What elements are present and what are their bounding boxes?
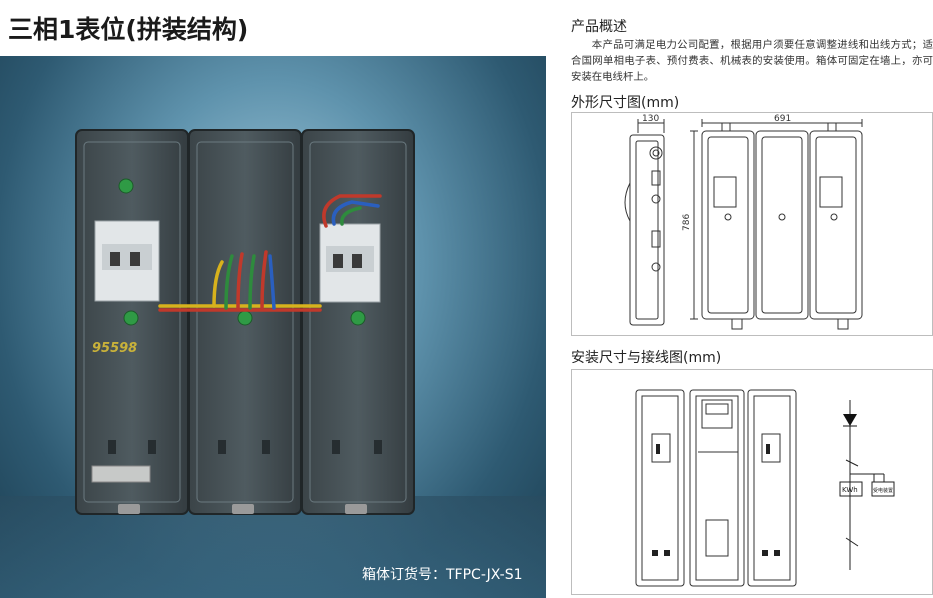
page-title: 三相1表位(拼装结构) [8, 15, 249, 44]
depth-dimension: 130 [642, 114, 659, 124]
left-breaker [94, 220, 160, 302]
dimensions-heading: 外形尺寸图(mm) [571, 95, 680, 111]
width-dimension: 691 [774, 114, 791, 124]
wiring-drawing: KWh 受电装置 [571, 369, 933, 595]
overview-heading: 产品概述 [571, 19, 627, 35]
product-photo: 95598 箱体订货号：TFPC-JX-S1 [0, 56, 546, 598]
overview-text: 本产品可满足电力公司配置，根据用户须要任意调整进线和出线方式；适合国网单相电子表… [571, 39, 933, 83]
dimensions-drawing: 130 691 786 [571, 112, 933, 336]
brand-text: 95598 [92, 341, 137, 356]
meter-box-illustration: 95598 [0, 129, 546, 598]
device-label: 受电装置 [873, 487, 893, 494]
height-dimension: 786 [682, 214, 692, 231]
right-breaker [319, 223, 381, 303]
kwh-label: KWh [842, 486, 858, 494]
order-number-caption: 箱体订货号：TFPC-JX-S1 [362, 567, 523, 583]
wiring-heading: 安装尺寸与接线图(mm) [571, 350, 722, 366]
